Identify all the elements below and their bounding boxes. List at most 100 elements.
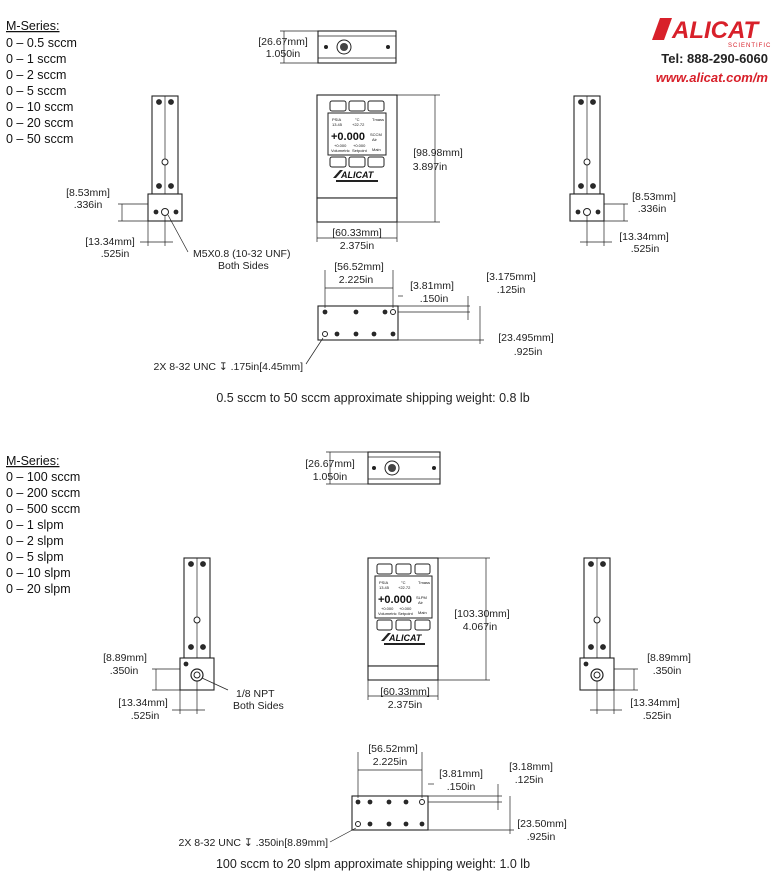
screw-icon [200, 644, 206, 650]
shipping-weight-note: 0.5 sccm to 50 sccm approximate shipping… [216, 391, 529, 405]
front-logo: ALICAT [388, 633, 423, 643]
dim-port-height-in: .336in [638, 203, 667, 215]
screw-icon [334, 331, 340, 337]
range-item: 0 – 20 slpm [6, 582, 71, 596]
lcd-value: 13.45 [379, 585, 390, 590]
mount-hole-icon [322, 331, 328, 337]
front-logo: ALICAT [340, 170, 375, 180]
screw-icon [353, 331, 359, 337]
mount-hole-icon [593, 616, 601, 624]
front-base [316, 197, 398, 223]
screw-icon [371, 331, 377, 337]
screw-icon [188, 561, 194, 567]
lcd-label: Tmass [372, 117, 384, 122]
mount-hole-icon [355, 821, 361, 827]
series-list-2: M-Series: 0 – 100 sccm 0 – 200 sccm 0 – … [6, 454, 80, 596]
dim-depth-mm: [26.67mm] [305, 458, 355, 470]
dim-port-height-in: .336in [74, 199, 103, 211]
range-item: 0 – 5 sccm [6, 84, 66, 98]
shipping-weight-note: 100 sccm to 20 slpm approximate shipping… [216, 857, 530, 871]
mount-hole-icon [161, 158, 169, 166]
dim-hole-offset-in: .150in [420, 293, 449, 305]
lcd-main-reading: +0.000 [331, 131, 365, 143]
lcd-label: Main [418, 610, 427, 615]
lcd-main-reading: +0.000 [378, 594, 412, 606]
keypad-button [376, 619, 393, 631]
mount-hole-icon [390, 309, 396, 315]
screw-icon [324, 45, 328, 49]
lcd-label: Main [372, 147, 381, 152]
dim-width-mm: [60.33mm] [332, 227, 382, 239]
lcd-value: +22.72 [352, 122, 365, 127]
range-item: 0 – 5 slpm [6, 550, 64, 564]
dim-hole-edge-in: .125in [515, 774, 544, 786]
dim-depth-in: 1.050in [313, 471, 348, 483]
thread-leader-line [201, 677, 229, 691]
dim-port-height-mm: [8.53mm] [66, 187, 110, 199]
lcd-label: °C [355, 117, 360, 122]
connector-pins-icon [340, 43, 348, 51]
left-side-view-1: [8.53mm] .336in [13.34mm] .525in M5X0.8 … [66, 95, 290, 272]
lcd-value: +0.000 [381, 606, 394, 611]
npt-port-inner-icon [593, 671, 601, 679]
dim-height-in: 3.897in [413, 161, 448, 173]
lcd-value: +0.000 [399, 606, 412, 611]
mount-hole-icon [355, 799, 361, 805]
range-item: 0 – 2 slpm [6, 534, 64, 548]
screw-icon [153, 209, 159, 215]
dim-port-offset-mm: [13.34mm] [630, 697, 680, 709]
thread-callout-sides: Both Sides [233, 700, 284, 712]
thread-callout: M5X0.8 (10-32 UNF) [193, 248, 290, 260]
screw-icon [588, 561, 594, 567]
port-icon [583, 208, 591, 216]
lcd-display [374, 575, 433, 619]
website-link[interactable]: www.alicat.com/m [656, 70, 769, 85]
mount-hole-icon [193, 616, 201, 624]
thread-callout: 1/8 NPT [236, 688, 275, 700]
screw-icon [367, 799, 373, 805]
range-item: 0 – 10 slpm [6, 566, 71, 580]
mount-hole-icon [322, 309, 328, 315]
connector-pins-icon [388, 464, 396, 472]
lcd-gas: Air [372, 137, 378, 142]
screw-icon [183, 661, 189, 667]
keypad-button [367, 100, 385, 112]
screw-icon [419, 821, 425, 827]
screw-icon [353, 309, 359, 315]
series-list-1: M-Series: 0 – 0.5 sccm 0 – 1 sccm 0 – 2 … [6, 19, 77, 146]
dim-port-offset-in: .525in [631, 243, 660, 255]
screw-icon [156, 183, 162, 189]
keypad-button [348, 156, 366, 168]
bottom-view-1: [56.52mm] 2.225in [3.81mm] .150in [3.175… [154, 261, 554, 373]
range-item: 0 – 1 sccm [6, 52, 66, 66]
dim-holes-span-mm: [56.52mm] [368, 743, 418, 755]
dim-port-offset-mm: [13.34mm] [118, 697, 168, 709]
series-title: M-Series: [6, 454, 59, 468]
screw-icon [156, 99, 162, 105]
dim-holes-span-in: 2.225in [339, 274, 374, 286]
top-view-2: [26.67mm] 1.050in [305, 451, 441, 485]
screw-icon [372, 466, 376, 470]
lcd-value: +0.000 [353, 143, 366, 148]
dim-port-height-mm: [8.89mm] [103, 652, 147, 664]
screw-icon [432, 466, 436, 470]
range-item: 0 – 10 sccm [6, 100, 73, 114]
mount-leader-line [305, 337, 324, 365]
logo-slash-icon [381, 633, 391, 641]
dim-port-offset-mm: [13.34mm] [85, 236, 135, 248]
top-view-1: [26.67mm] 1.050in [258, 30, 397, 64]
front-base [367, 665, 439, 681]
dim-base-depth-in: .925in [527, 831, 556, 843]
screw-icon [600, 561, 606, 567]
dim-port-height-in: .350in [110, 665, 139, 677]
section-low-flow: M-Series: 0 – 0.5 sccm 0 – 1 sccm 0 – 2 … [6, 19, 676, 405]
screw-icon [386, 45, 390, 49]
thread-leader-line [167, 214, 189, 253]
dim-holes-span-mm: [56.52mm] [334, 261, 384, 273]
dim-hole-offset-in: .150in [447, 781, 476, 793]
dim-port-offset-in: .525in [643, 710, 672, 722]
mount-note: 2X 8-32 UNC ↧ .175in[4.45mm] [154, 361, 304, 373]
range-item: 0 – 50 sccm [6, 132, 73, 146]
screw-icon [367, 821, 373, 827]
